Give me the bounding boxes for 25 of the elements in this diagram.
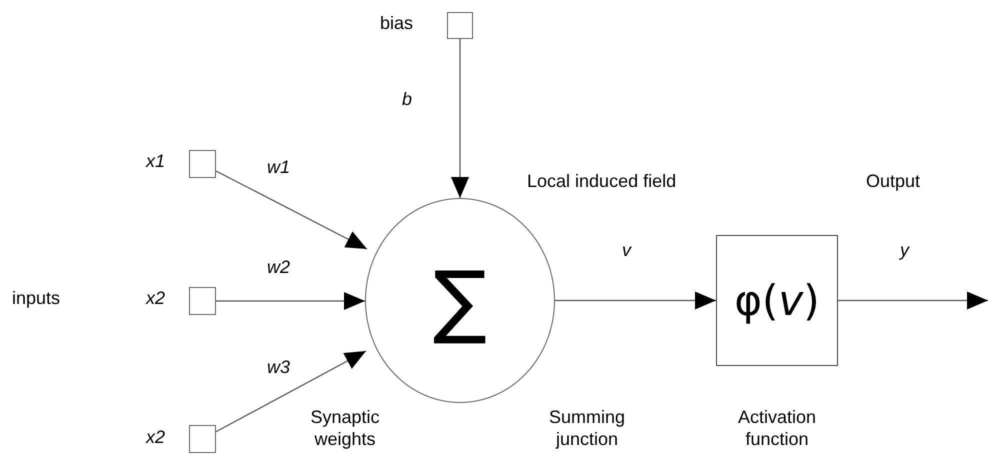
input-label: x2 (146, 427, 166, 449)
node-label: Summing junction (548, 407, 626, 450)
input-square (189, 287, 216, 315)
input-square (189, 150, 216, 178)
arrow (216, 170, 368, 250)
caption: Synaptic weights (309, 407, 381, 450)
arrow (838, 292, 988, 310)
input-label: x2 (146, 288, 166, 310)
arrow (451, 39, 469, 198)
input-square (189, 425, 216, 453)
activation-box (716, 235, 838, 366)
arrow (555, 292, 716, 310)
arrow (216, 292, 365, 310)
node-label: Activation function (736, 407, 818, 450)
arrow (216, 350, 366, 432)
edge-label: w2 (265, 258, 292, 276)
input-square (447, 12, 473, 39)
edge-label: b (400, 90, 414, 108)
input-label: bias (380, 13, 414, 35)
edge-label: w3 (265, 358, 292, 376)
caption: Local induced field (527, 171, 678, 193)
function-formula: φ(v) (734, 280, 820, 322)
caption: inputs (12, 288, 62, 310)
caption: Output (866, 171, 922, 193)
input-label: x1 (146, 151, 166, 173)
